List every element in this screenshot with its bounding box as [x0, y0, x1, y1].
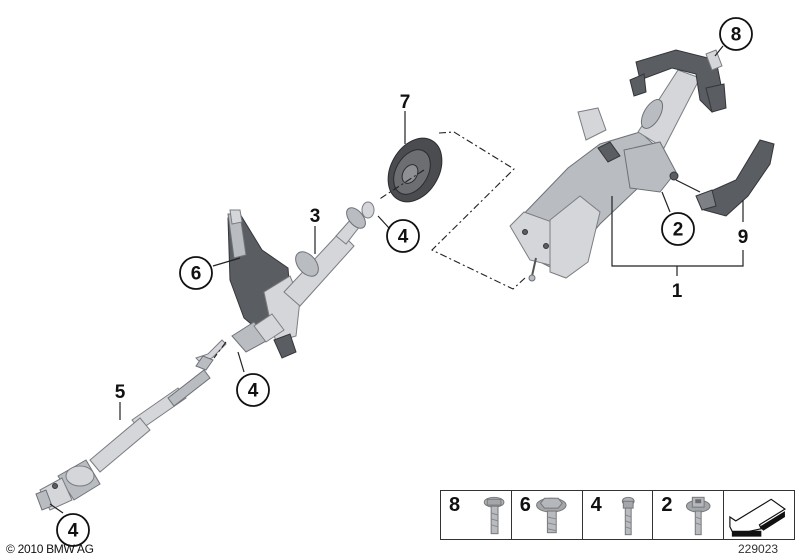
callout-8[interactable]: 8 [719, 17, 753, 51]
callout-7[interactable]: 7 [400, 92, 411, 113]
copyright-text: © 2010 BMW AG [6, 542, 94, 556]
svg-text:1: 1 [672, 281, 683, 302]
svg-text:4: 4 [398, 227, 409, 248]
svg-text:5: 5 [115, 382, 126, 403]
legend-item-arrow [724, 491, 794, 539]
svg-text:7: 7 [400, 92, 411, 113]
leader-lines [49, 45, 744, 514]
flange-bolt-icon [483, 496, 505, 535]
socket-head-bolt-icon [686, 496, 711, 536]
legend-item-2[interactable]: 2 [653, 491, 725, 539]
grommet-seal-part-7 [387, 137, 443, 203]
callout-1[interactable]: 1 [672, 281, 683, 302]
steering-shaft-part-3 [227, 201, 375, 359]
direction-arrow-icon [729, 498, 787, 537]
svg-text:3: 3 [310, 206, 321, 227]
svg-text:6: 6 [191, 264, 202, 285]
callout-9[interactable]: 9 [738, 227, 749, 248]
callout-2[interactable]: 2 [661, 212, 695, 246]
diagram-reference-number: 229023 [738, 542, 779, 556]
legend-number: 6 [519, 494, 531, 516]
assembly-reference-lines [213, 131, 526, 359]
callout-4-lower[interactable]: 4 [56, 513, 90, 547]
hex-bolt-with-washer-icon [535, 497, 567, 534]
svg-text:4: 4 [68, 521, 79, 542]
legend-item-8[interactable]: 8 [441, 491, 512, 539]
callout-5[interactable]: 5 [115, 382, 126, 403]
callout-4-middle[interactable]: 4 [236, 373, 270, 407]
callout-4-upper[interactable]: 4 [386, 219, 420, 253]
steering-column-part-1 [509, 49, 727, 282]
intermediate-shaft-part-5 [35, 339, 227, 511]
legend-item-6[interactable]: 6 [512, 491, 583, 539]
svg-text:2: 2 [673, 220, 684, 241]
callout-3[interactable]: 3 [310, 206, 321, 227]
fastener-legend: 8 6 4 2 [440, 490, 795, 540]
legend-number: 8 [449, 494, 461, 516]
slim-bolt-icon [621, 496, 635, 536]
svg-text:4: 4 [248, 381, 259, 402]
svg-text:8: 8 [731, 25, 742, 46]
legend-number: 2 [661, 494, 673, 516]
svg-text:9: 9 [738, 227, 749, 248]
callout-6[interactable]: 6 [179, 256, 213, 290]
cover-part-9 [695, 139, 775, 217]
legend-item-4[interactable]: 4 [583, 491, 654, 539]
legend-number: 4 [590, 494, 602, 516]
